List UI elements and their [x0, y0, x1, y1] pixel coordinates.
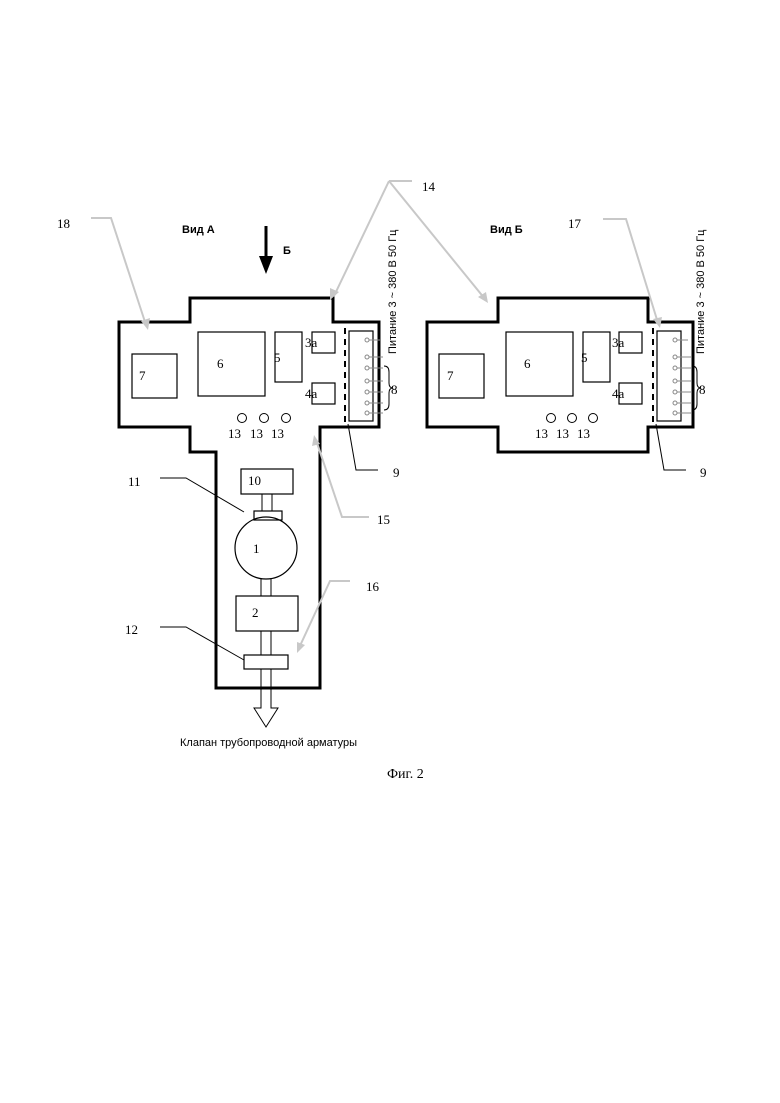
view-a-title: Вид А — [182, 224, 215, 236]
callout-15: 15 — [377, 512, 390, 527]
callout-leaders-black — [160, 424, 686, 660]
indicator-13-b1 — [547, 414, 556, 423]
view-b-power-label: Питание 3 ~ 380 В 50 Гц — [695, 229, 707, 354]
block-6 — [198, 332, 265, 396]
motor-1 — [235, 517, 297, 579]
output-arrow — [254, 669, 278, 727]
block-5-b-label: 5 — [581, 350, 588, 365]
motor-1-label: 1 — [253, 541, 260, 556]
indicator-13-b3 — [589, 414, 598, 423]
indicator-13-b2 — [568, 414, 577, 423]
indicator-13-b2-label: 13 — [556, 426, 569, 441]
coupling-12 — [244, 655, 288, 669]
figure-caption: Фиг. 2 — [387, 767, 424, 782]
indicator-13-b1-label: 13 — [535, 426, 548, 441]
block-6-label: 6 — [217, 356, 224, 371]
view-a: 7 6 5 3а 4а 8 Питание 3 ~ 380 В 50 Гц — [119, 224, 399, 749]
block-3a-b-label: 3а — [612, 335, 625, 350]
block-10-label: 10 — [248, 473, 261, 488]
indicator-13-a1 — [238, 414, 247, 423]
block-7-b-label: 7 — [447, 368, 454, 383]
view-b: 7 6 5 3а 4а 8 Питание 3 ~ 380 В 50 Гц 13… — [427, 224, 707, 452]
callout-11: 11 — [128, 474, 141, 489]
indicator-13-a3-label: 13 — [271, 426, 284, 441]
indicator-13-a3 — [282, 414, 291, 423]
indicator-13-a2 — [260, 414, 269, 423]
terminal-block-8-b — [657, 331, 681, 421]
block-7-b — [439, 354, 484, 398]
callout-12: 12 — [125, 622, 138, 637]
block-4a-b-label: 4а — [612, 386, 625, 401]
view-b-title: Вид Б — [490, 224, 523, 236]
callout-9-b: 9 — [700, 465, 707, 480]
block-6-b-label: 6 — [524, 356, 531, 371]
gearbox-2 — [236, 596, 298, 631]
block-3a-label: 3а — [305, 335, 318, 350]
callout-17: 17 — [568, 216, 582, 231]
block-7-label: 7 — [139, 368, 146, 383]
terminal-pins-b — [673, 338, 691, 415]
view-a-power-label: Питание 3 ~ 380 В 50 Гц — [387, 229, 399, 354]
indicator-13-a2-label: 13 — [250, 426, 263, 441]
callout-9-a: 9 — [393, 465, 400, 480]
gearbox-2-label: 2 — [252, 605, 259, 620]
terminal-block-8 — [349, 331, 373, 421]
block-6-b — [506, 332, 573, 396]
indicator-13-a1-label: 13 — [228, 426, 241, 441]
coupling-11 — [254, 511, 282, 520]
output-label: Клапан трубопроводной арматуры — [180, 737, 357, 749]
label-8: 8 — [391, 382, 398, 397]
callout-16: 16 — [366, 579, 380, 594]
callout-14: 14 — [422, 179, 436, 194]
block-5-label: 5 — [274, 350, 281, 365]
callout-18: 18 — [57, 216, 70, 231]
arrow-b-label: Б — [283, 245, 291, 257]
block-4a-label: 4а — [305, 386, 318, 401]
label-8-b: 8 — [699, 382, 706, 397]
view-a-housing — [119, 298, 379, 688]
indicator-13-b3-label: 13 — [577, 426, 590, 441]
